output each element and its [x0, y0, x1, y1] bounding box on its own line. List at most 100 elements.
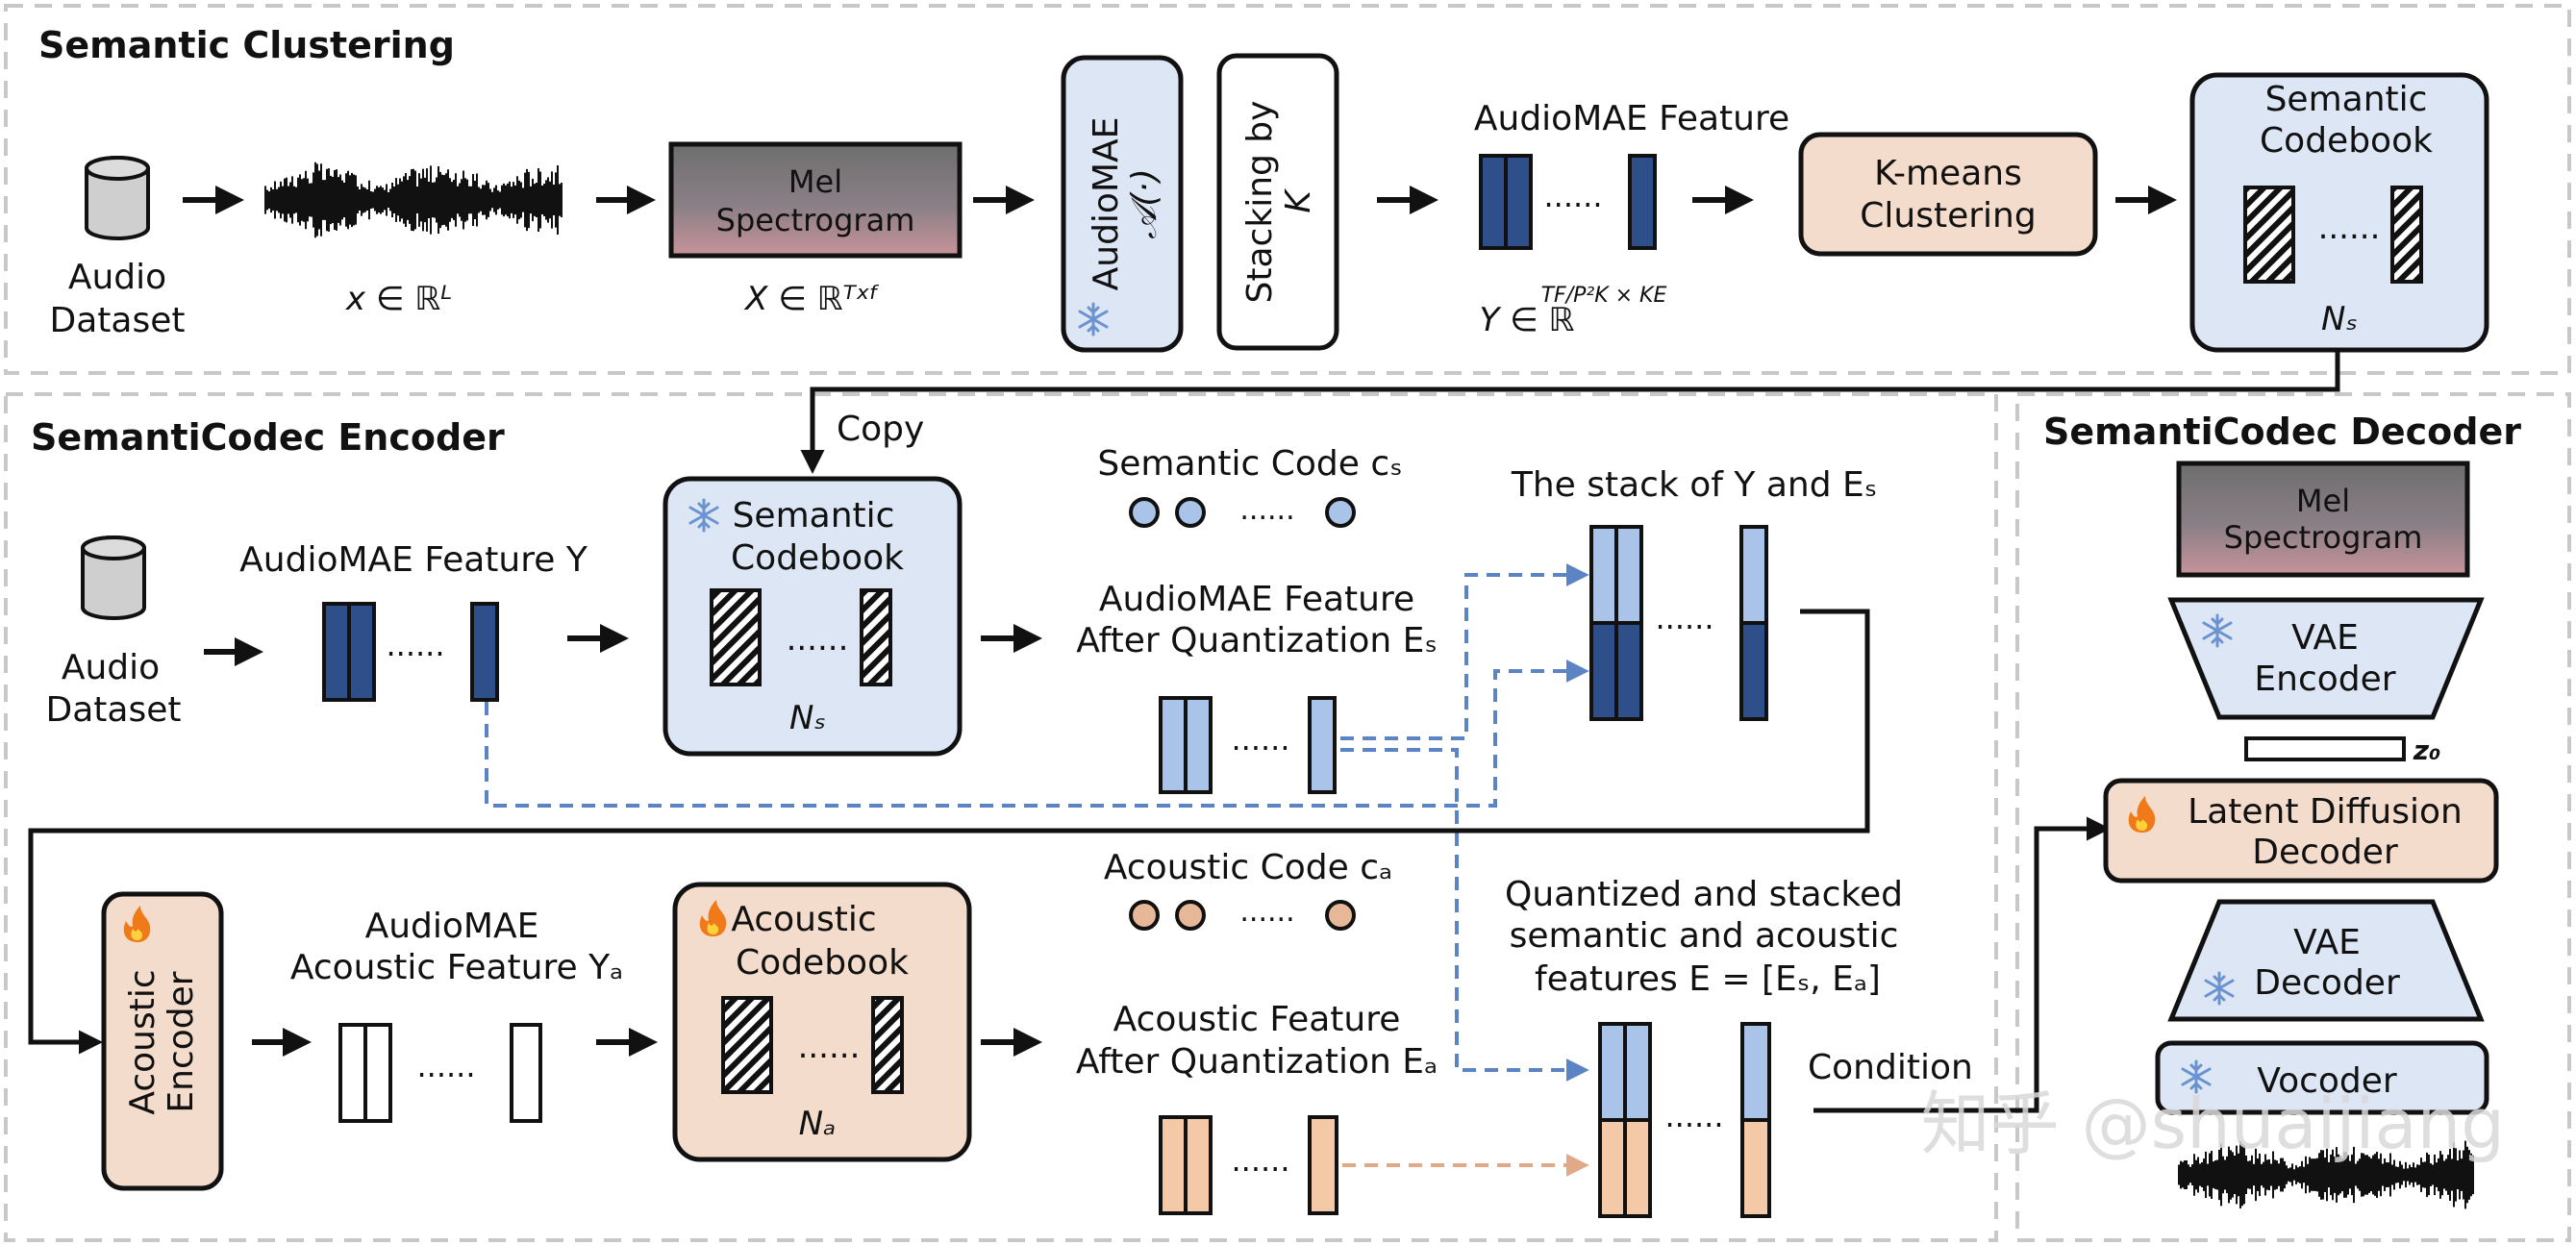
codebook-entry	[2390, 186, 2423, 284]
acoustic-feature-label-2: Acoustic Feature Yₐ	[290, 948, 623, 987]
after-quant-label-1: AudioMAE Feature	[1099, 580, 1414, 619]
dashed-connector	[1340, 563, 1589, 740]
audio-dataset-label-1: Audio	[68, 258, 166, 297]
acoustic-quantized-bar	[1308, 1115, 1338, 1215]
feature-bar	[347, 602, 376, 702]
code-dot	[1325, 900, 1356, 931]
ellipsis: ......	[798, 1028, 861, 1066]
audiomae-feature-y-label: AudioMAE Feature Y	[239, 540, 588, 580]
ellipsis: ......	[1231, 721, 1289, 758]
codebook-label-2: Codebook	[2260, 121, 2433, 161]
acoustic-feature-bar	[363, 1023, 392, 1123]
stack-bar-top	[1614, 525, 1643, 625]
vae-encoder-label-1: VAE	[2291, 618, 2359, 658]
code-dot	[1175, 497, 1206, 528]
ellipsis: ......	[1239, 895, 1294, 929]
code-dot	[1129, 900, 1160, 931]
codebook-entry	[710, 588, 762, 686]
encoder-panel	[4, 392, 1998, 1242]
copy-connector	[800, 352, 2340, 474]
audiomae-label: AudioMAE	[1087, 117, 1126, 291]
code-dot	[1129, 497, 1160, 528]
ellipsis: ......	[1543, 178, 1602, 214]
ellipsis: ......	[1231, 1142, 1289, 1179]
codebook-entry	[2243, 186, 2295, 284]
vae-encoder-block	[2167, 597, 2485, 720]
waveform-path	[2178, 1140, 2474, 1209]
ellipsis: ......	[787, 620, 849, 659]
code-dot	[1175, 900, 1206, 931]
stack-bar-top	[1598, 1022, 1627, 1122]
ellipsis: ......	[2318, 209, 2381, 247]
vae-decoder-label-2: Decoder	[2254, 963, 2400, 1003]
vocoder-block	[2155, 1040, 2489, 1115]
decoder-mel-label-2: Spectrogram	[2224, 519, 2423, 556]
quantized-stack-label-3: features E = [Eₛ, Eₐ]	[1535, 959, 1881, 999]
feature-bar	[1628, 154, 1657, 250]
stacking-label: Stacking by	[1240, 101, 1280, 304]
ellipsis: ......	[416, 1048, 475, 1084]
stacking-block	[1216, 53, 1339, 351]
acoustic-codebook-label-2: Codebook	[736, 943, 909, 983]
feature-bar	[322, 602, 351, 702]
ellipsis: ......	[1664, 1098, 1723, 1134]
vae-decoder-block	[2167, 899, 2485, 1022]
ldm-label-1: Latent Diffusion	[2188, 792, 2463, 832]
acoustic-code-label: Acoustic Code cₐ	[1104, 848, 1392, 887]
latent-diffusion-block	[2103, 778, 2499, 884]
audio-dataset-label-2: Dataset	[50, 301, 186, 340]
z0-label: z₀	[2413, 735, 2441, 766]
kmeans-block	[1798, 132, 2098, 257]
quantized-feature-bar	[1159, 696, 1188, 794]
Y-label-exponent: TF/P²K × KE	[1541, 284, 1667, 308]
mel-spectrogram	[668, 141, 963, 259]
stack-bar-bottom	[1598, 1118, 1627, 1218]
codebook-label-2: Codebook	[731, 538, 904, 578]
stack-bar-top	[1623, 1022, 1652, 1122]
decoder-mel-label-1: Mel	[2296, 483, 2350, 519]
stack-bar-bottom	[1739, 621, 1768, 721]
stack-bar-bottom	[1740, 1118, 1771, 1218]
database-icon	[81, 535, 146, 620]
quantized-stack-label-1: Quantized and stacked	[1505, 875, 1903, 914]
codebook-entry	[860, 588, 892, 686]
audiomae-feature-title: AudioMAE Feature	[1474, 99, 1789, 138]
ns-label: Nₛ	[789, 699, 826, 737]
stack-title: The stack of Y and Eₛ	[1511, 465, 1877, 505]
Y-label: Y ∈ ℝ	[1480, 301, 1575, 339]
after-quant-label-2: After Quantization Eₛ	[1076, 621, 1438, 660]
ldm-label-2: Decoder	[2252, 833, 2398, 872]
acoustic-after-quant-label-1: Acoustic Feature	[1113, 1000, 1401, 1039]
stack-bar-bottom	[1614, 621, 1643, 721]
quantized-stack-label-2: semantic and acoustic	[1510, 916, 1899, 956]
X-label: X ∈ ℝᵀˣᶠ	[743, 280, 880, 318]
quantized-feature-bar	[1184, 696, 1213, 794]
ns-label: Nₛ	[2321, 300, 2358, 338]
section-title-decoder: SemantiCodec Decoder	[2043, 411, 2521, 453]
ellipsis: ......	[386, 627, 444, 663]
acoustic-after-quant-label-2: After Quantization Eₐ	[1076, 1042, 1438, 1082]
na-label: Nₐ	[799, 1105, 837, 1143]
mel-label-1: Mel	[788, 163, 842, 200]
mel-label-2: Spectrogram	[716, 202, 915, 238]
copy-label: Copy	[837, 410, 924, 449]
feature-bar	[1479, 154, 1508, 250]
audiomae-block	[1061, 55, 1184, 353]
clustering-panel	[4, 4, 2571, 375]
watermark: 知乎 @shuaijiang	[1921, 1083, 2505, 1164]
dashed-connector	[485, 660, 1589, 808]
decoder-panel	[2015, 392, 2571, 1242]
stack-bar-bottom	[1623, 1118, 1652, 1218]
waveform-path	[264, 162, 563, 238]
database-icon	[85, 156, 150, 240]
feature-bar	[1504, 154, 1533, 250]
codebook-entry	[871, 996, 904, 1094]
stack-bar-top	[1589, 525, 1618, 625]
z0-latent	[2244, 736, 2406, 761]
decoder-mel-spectrogram	[2176, 461, 2470, 578]
acoustic-quantized-bar	[1159, 1115, 1188, 1215]
dashed-connector	[1340, 748, 1589, 1082]
waveform	[264, 162, 563, 238]
code-dot	[1325, 497, 1356, 528]
